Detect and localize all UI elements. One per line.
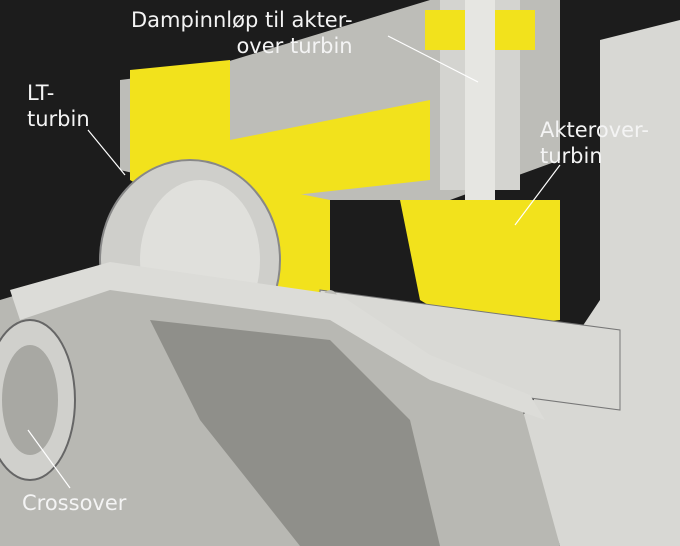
cutaway-astern-section [400,200,560,330]
leader-line-crossover [27,429,71,489]
leader-line-steam-inlet [387,35,479,83]
inlet-shaft [465,0,495,200]
crossover-pipe-opening [2,345,58,455]
label-lp-turbine: LT- turbin [27,81,90,131]
label-steam-inlet: Dampinnløp til akter- over turbin [131,8,353,58]
leader-line-lp-turbine [87,129,126,176]
label-crossover: Crossover [22,491,127,515]
leader-line-astern-turbine [514,164,561,226]
casing-right-panel [520,20,680,546]
label-astern-turbine: Akterover- turbin [540,118,649,168]
lower-casing-flange [10,262,545,420]
lower-blades [150,320,440,546]
